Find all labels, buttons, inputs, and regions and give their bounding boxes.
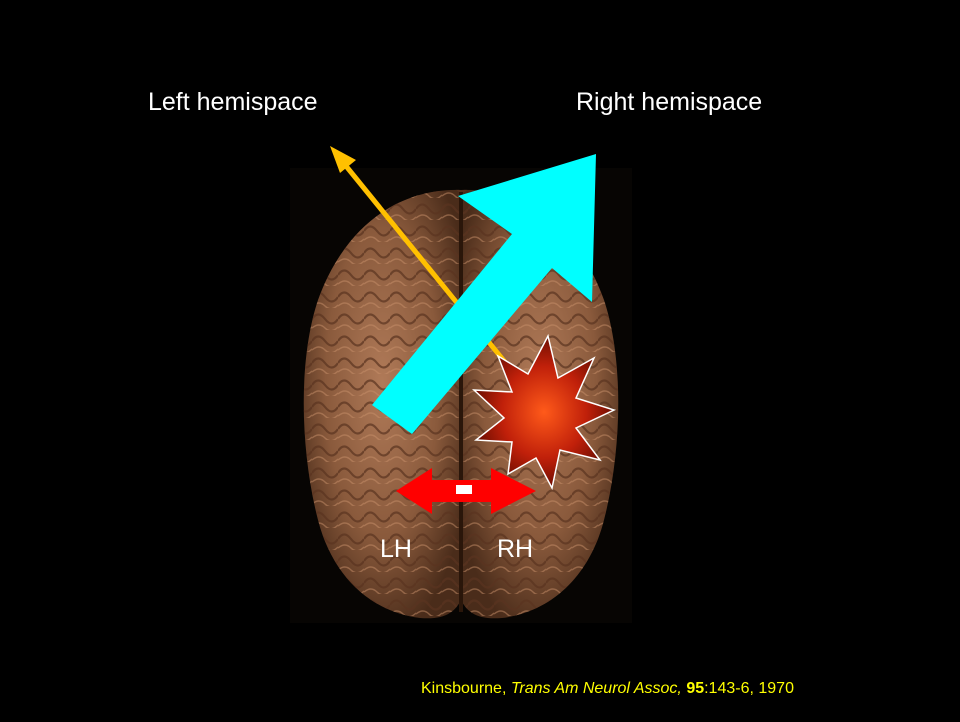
- rh-label: RH: [497, 535, 533, 564]
- citation-author: Kinsbourne,: [421, 680, 511, 697]
- citation-pages-year: :143-6, 1970: [704, 680, 794, 697]
- left-hemispace-label: Left hemispace: [148, 88, 318, 117]
- citation-journal: Trans Am Neurol Assoc,: [511, 680, 682, 697]
- lh-label: LH: [380, 535, 412, 564]
- right-hemispace-label: Right hemispace: [576, 88, 762, 117]
- citation-volume: 95: [686, 680, 704, 697]
- citation: Kinsbourne, Trans Am Neurol Assoc, 95:14…: [421, 680, 794, 698]
- inhibition-sign: [456, 485, 472, 494]
